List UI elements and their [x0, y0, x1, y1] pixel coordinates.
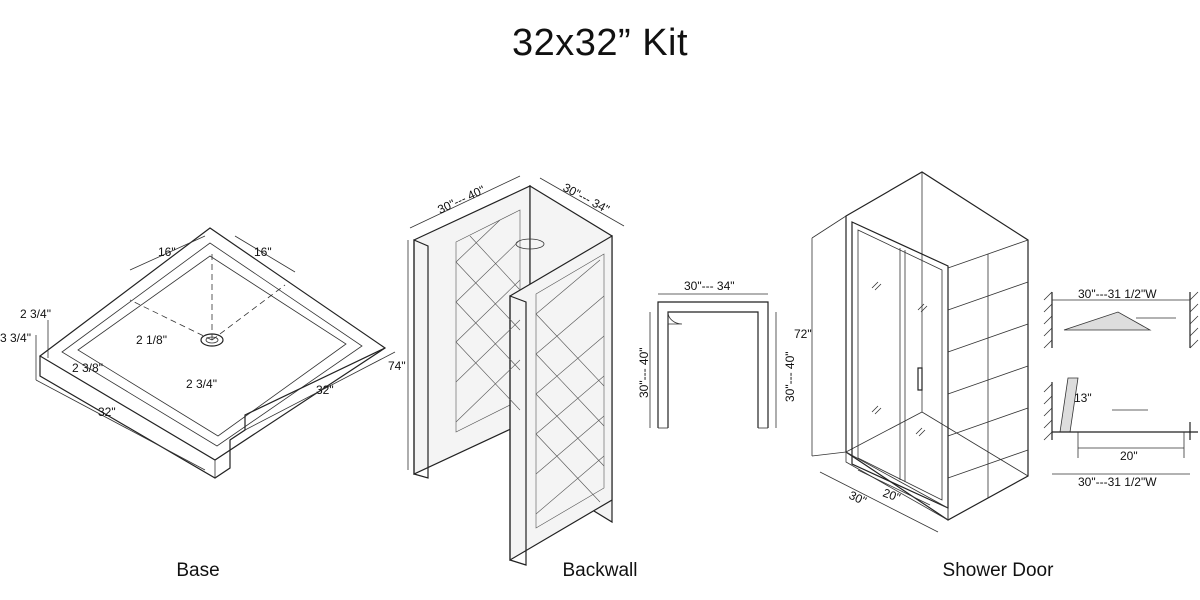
base-depth-label: 32": [98, 405, 116, 419]
backwall-caption: Backwall: [562, 560, 638, 581]
door-swing-label: 20": [1120, 449, 1138, 463]
door-height-label: 72": [794, 327, 812, 341]
page-title: 32x32” Kit: [511, 22, 689, 64]
base-half-width-a-label: 16": [158, 245, 176, 259]
door-panel-depth-label: 13": [1074, 391, 1092, 405]
shower-door-caption: Shower Door: [942, 560, 1054, 581]
base-drawing: [35, 227, 396, 479]
base-drain-offset-label: 2 1/8": [136, 333, 167, 347]
base-lip-label: 2 3/8": [72, 361, 103, 375]
backwall-height-label: 74": [388, 359, 406, 373]
backwall-plan-right-label: 30"--- 40": [783, 351, 797, 402]
door-plan-top-width-label: 30"---31 1/2"W: [1078, 287, 1157, 301]
base-half-width-b-label: 16": [254, 245, 272, 259]
door-drawing: [811, 171, 1199, 533]
backwall-plan-width-label: 30"--- 34": [684, 279, 735, 293]
door-width-label: 30": [847, 488, 869, 508]
backwall-drawing: [407, 175, 777, 566]
base-width-label: 32": [316, 383, 334, 397]
backwall-plan-left-label: 30"--- 40": [637, 347, 651, 398]
base-height-a-label: 2 3/4": [20, 307, 51, 321]
base-front-lip-label: 2 3/4": [186, 377, 217, 391]
base-height-b-label: 3 3/4": [0, 331, 31, 345]
door-opening-label: 20": [881, 486, 902, 505]
door-plan-bottom-width-label: 30"---31 1/2"W: [1078, 475, 1157, 489]
base-caption: Base: [176, 560, 220, 581]
